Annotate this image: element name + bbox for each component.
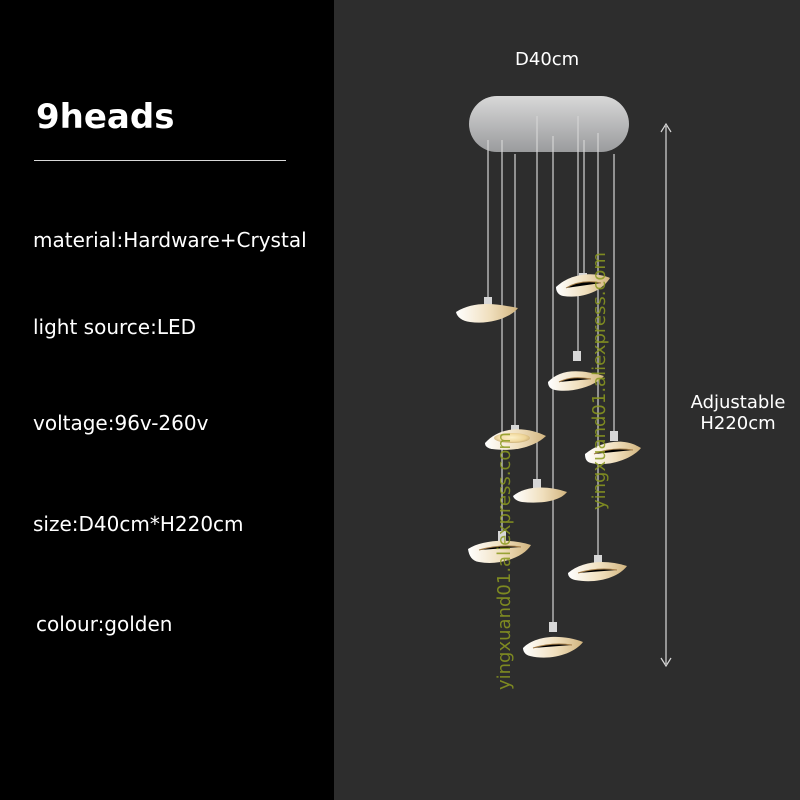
size-spec: size:D40cm*H220cm bbox=[33, 512, 244, 536]
height-label-line-2: H220cm bbox=[700, 413, 776, 434]
height-label-line-1: Adjustable bbox=[690, 392, 786, 413]
diameter-label: D40cm bbox=[515, 49, 580, 70]
material-spec: material:Hardware+Crystal bbox=[33, 228, 307, 252]
title-divider bbox=[34, 160, 286, 161]
colour-spec: colour:golden bbox=[36, 612, 173, 636]
heads-title: 9heads bbox=[36, 97, 175, 137]
height-label: Adjustable H220cm bbox=[681, 392, 795, 434]
height-top-arrow bbox=[660, 122, 672, 133]
lamp-6 bbox=[513, 479, 567, 503]
watermark-right: yingxuand01.aliexpress.com bbox=[589, 252, 610, 510]
height-bottom-arrow bbox=[660, 657, 672, 668]
voltage-spec: voltage:96v-260v bbox=[33, 411, 209, 435]
lamp-4 bbox=[485, 425, 546, 450]
light-source-spec: light source:LED bbox=[33, 315, 197, 339]
watermark-left: yingxuand01.aliexpress.com bbox=[494, 432, 515, 690]
lamp-9 bbox=[523, 622, 583, 658]
lamp-1 bbox=[456, 297, 518, 323]
lamp-2 bbox=[556, 273, 610, 297]
lamp-8 bbox=[568, 555, 627, 582]
lamp-7 bbox=[468, 531, 531, 563]
lamp-3 bbox=[548, 351, 604, 391]
canopy-plate bbox=[469, 96, 629, 152]
lamp-5 bbox=[585, 431, 641, 465]
spec-panel: 9heads material:Hardware+Crystal light s… bbox=[0, 0, 334, 800]
